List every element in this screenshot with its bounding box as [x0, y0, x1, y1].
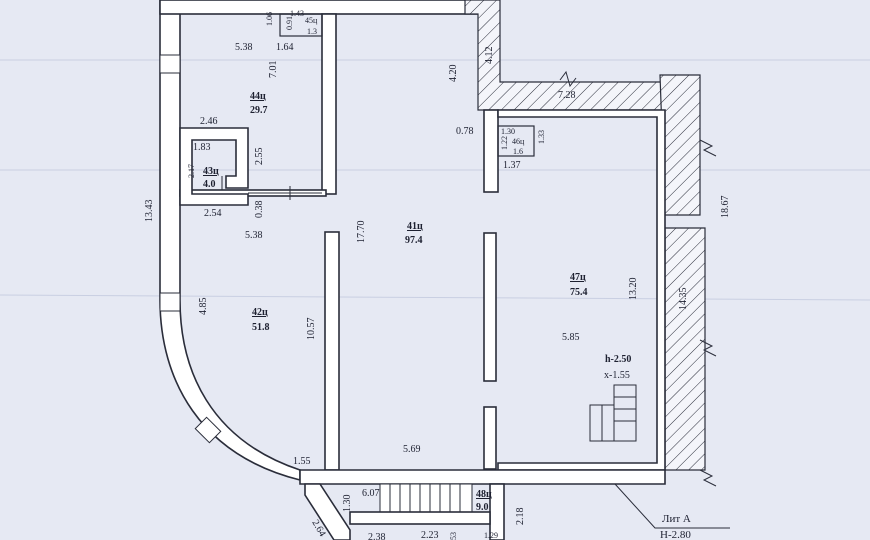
room-46-area: 1.6 — [513, 147, 523, 156]
room-labels: 44ц 29.7 43ц 4.0 42ц 51.8 41ц 97.4 47ц 7… — [203, 16, 588, 513]
dim-label: 1.30 — [342, 495, 353, 513]
room-41-area: 97.4 — [405, 235, 423, 246]
dim-label: 2.23 — [421, 530, 439, 540]
dim-label: 10.57 — [306, 318, 317, 341]
paper-lines — [0, 59, 870, 301]
dim-label: 1.37 — [503, 160, 521, 171]
closet-45 — [279, 13, 323, 37]
bottom-wall — [299, 469, 666, 485]
dim-label: 1.64 — [276, 42, 294, 53]
wall-41-47-upper — [483, 109, 499, 193]
dim-label: 1.22 — [500, 136, 509, 150]
wall-41-42 — [324, 231, 340, 471]
dim-label: 2.55 — [254, 148, 265, 166]
dim-label: 2.54 — [204, 208, 222, 219]
room47-walls — [497, 109, 666, 471]
room-47-area: 75.4 — [570, 287, 588, 298]
room47-height: h-2.50 — [605, 354, 631, 365]
dim-label: 2.18 — [515, 508, 526, 526]
dim-label: 0.38 — [254, 201, 265, 219]
dim-label: 1.55 — [293, 456, 311, 467]
dim-label: 1.29 — [484, 531, 498, 540]
room-43-code: 43ц — [203, 166, 219, 177]
walls — [159, 0, 730, 540]
dim-label: 2.38 — [368, 532, 386, 540]
room-43-area: 4.0 — [203, 179, 216, 190]
dim-label: 14.35 — [678, 288, 689, 311]
closet-46 — [497, 125, 535, 157]
dim-label: 7.01 — [268, 61, 279, 79]
room-42-area: 51.8 — [252, 322, 270, 333]
room-47-code: 47ц — [570, 272, 586, 283]
room-45-area: 1.3 — [307, 27, 317, 36]
room-42-code: 42ц — [252, 307, 268, 318]
window-left-lower — [159, 292, 181, 312]
room-41-code: 41ц — [407, 221, 423, 232]
dim-label: 0.78 — [456, 126, 474, 137]
dim-label: 13.43 — [144, 200, 155, 223]
dim-label: 18.67 — [720, 196, 731, 219]
window-left-arc — [194, 416, 222, 444]
stair-wall-center — [349, 511, 491, 525]
wall-41-47-lower — [483, 406, 497, 470]
room-44-code: 44ц — [250, 91, 266, 102]
dim-label: 4.85 — [198, 298, 209, 316]
building-height: Н-2.80 — [660, 529, 691, 540]
wall-41-47-middle — [483, 232, 497, 382]
dim-label: 5.38 — [245, 230, 263, 241]
room-44-area: 29.7 — [250, 105, 268, 116]
room43-walls — [179, 127, 249, 206]
exterior-hatch-right-lower — [664, 227, 706, 471]
room-48-area: 9.0 — [476, 502, 489, 513]
room-45-code: 45ц — [305, 16, 318, 25]
dim-label: 17.70 — [356, 221, 367, 244]
room-46-code: 46ц — [512, 137, 525, 146]
dim-label: 13.20 — [628, 278, 639, 301]
dim-label: 4.20 — [448, 65, 459, 83]
dim-label: 7.28 — [558, 90, 576, 101]
dim-label: 53 — [449, 532, 458, 540]
dim-label: 2.46 — [200, 116, 218, 127]
dim-label: 1.06 — [265, 12, 274, 26]
break-marks — [559, 70, 717, 487]
room-48-code: 48ц — [476, 489, 492, 500]
dim-label: 2.17 — [187, 164, 196, 178]
outer-left-wall — [159, 0, 301, 482]
exterior-hatch-right — [659, 74, 701, 216]
dim-label: 4.12 — [484, 47, 495, 65]
litera-label: Лит А — [662, 513, 691, 525]
stairs-48 — [379, 483, 473, 515]
dim-label: 5.85 — [562, 332, 580, 343]
stairs-47 — [589, 384, 637, 442]
dim-label: 5.69 — [403, 444, 421, 455]
dim-label: 6.07 — [362, 488, 380, 499]
wall-44-41 — [321, 13, 337, 195]
dim-label: 0.91 — [285, 16, 294, 30]
dim-label: 1.43 — [290, 9, 304, 18]
dim-label: 1.83 — [193, 142, 211, 153]
door-marks — [221, 176, 322, 200]
litera-leader — [614, 483, 730, 529]
stair-walls-bottom — [304, 483, 351, 540]
dim-label: 1.33 — [537, 130, 546, 144]
annotations: h-2.50 x-1.55 Лит А Н-2.80 — [604, 354, 691, 540]
window-left-upper — [159, 54, 181, 74]
room47-note: x-1.55 — [604, 370, 630, 381]
dim-label: 1.30 — [501, 127, 515, 136]
top-wall — [159, 0, 481, 15]
dim-label: 5.38 — [235, 42, 253, 53]
